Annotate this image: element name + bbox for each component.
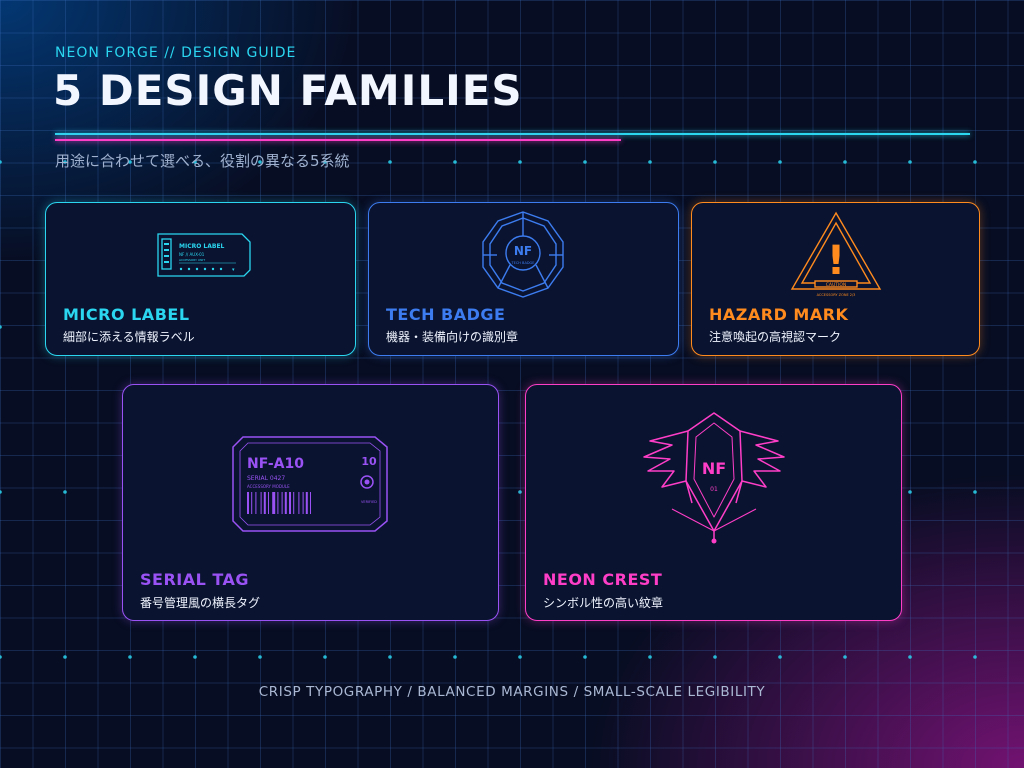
tech-badge-illustration: NF TECH BADGE: [482, 211, 564, 298]
grid-node-dot: [583, 655, 587, 659]
card-description: シンボル性の高い紋章: [543, 596, 664, 610]
grid-node-dot: [778, 160, 782, 164]
micro-art-line1: NF // AUX-01: [179, 252, 205, 257]
card-neon-crest[interactable]: NF 01 NEON CREST シンボル性の高い紋章: [525, 384, 902, 621]
barcode-bar: [284, 492, 287, 514]
barcode-bar: [272, 492, 276, 514]
grid-node-dot: [388, 655, 392, 659]
hazard-exclamation: !: [827, 238, 845, 284]
grid-node-dot: [648, 160, 652, 164]
title-divider-cyan: [55, 133, 970, 135]
grid-node-dot: [908, 160, 912, 164]
barcode-bar: [293, 492, 295, 514]
grid-node-dot: [63, 160, 67, 164]
badge-caption: TECH BADGE: [511, 261, 535, 265]
grid-node-dot: [713, 655, 717, 659]
micro-art-line2: ACCESSORY UNIT: [179, 258, 205, 262]
grid-node-dot: [0, 325, 2, 329]
serial-verified: VERIFIED: [361, 500, 377, 504]
grid-node-dot: [193, 655, 197, 659]
barcode-bar: [268, 492, 269, 514]
grid-node-dot: [518, 160, 522, 164]
barcode-bar: [310, 492, 311, 514]
serial-id: SERIAL 0427: [247, 475, 285, 482]
serial-module: ACCESSORY MODULE: [247, 484, 290, 489]
svg-text:▾: ▾: [232, 267, 235, 273]
barcode-bar: [281, 492, 283, 514]
grid-node-dot: [323, 655, 327, 659]
card-hazard-mark[interactable]: ! CAUTION ACCESSORY ZONE 2/3 HAZARD MARK…: [691, 202, 980, 356]
barcode-bar: [251, 492, 253, 514]
grid-node-dot: [63, 490, 67, 494]
hazard-banner: CAUTION: [826, 282, 847, 288]
grid-node-dot: [258, 655, 262, 659]
grid-node-dot: [583, 160, 587, 164]
card-description: 細部に添える情報ラベル: [63, 330, 195, 344]
page-subtitle: 用途に合わせて選べる、役割の異なる5系統: [55, 152, 350, 170]
badge-monogram: NF: [514, 244, 532, 258]
title-divider-pink: [55, 139, 621, 141]
serial-code: NF-A10: [247, 456, 304, 472]
grid-node-dot: [908, 490, 912, 494]
grid-node-dot: [973, 160, 977, 164]
footer-tagline: CRISP TYPOGRAPHY / BALANCED MARGINS / SM…: [258, 684, 766, 700]
grid-node-dot: [453, 160, 457, 164]
grid-node-dot: [128, 160, 132, 164]
grid-node-dot: [0, 655, 2, 659]
barcode-bar: [302, 492, 304, 514]
card-description: 番号管理風の横長タグ: [140, 596, 261, 610]
card-title: HAZARD MARK: [709, 305, 849, 324]
grid-node-dot: [193, 160, 197, 164]
grid-node-dot: [453, 655, 457, 659]
grid-node-dot: [388, 160, 392, 164]
grid-node-dot: [778, 655, 782, 659]
card-serial-tag[interactable]: NF-A10 10 SERIAL 0427 ACCESSORY MODULE V…: [122, 384, 499, 621]
card-tech-badge[interactable]: NF TECH BADGE TECH BADGE 機器・装備向けの識別章: [368, 202, 679, 356]
barcode-bar: [260, 492, 262, 514]
barcode-bar: [289, 492, 291, 514]
barcode-bar: [263, 492, 266, 514]
card-title: SERIAL TAG: [140, 570, 250, 589]
card-description: 機器・装備向けの識別章: [386, 330, 519, 344]
crest-monogram: NF: [702, 459, 726, 478]
hazard-mark-illustration: ! CAUTION ACCESSORY ZONE 2/3: [790, 211, 882, 297]
grid-node-dot: [128, 655, 132, 659]
hazard-caption: ACCESSORY ZONE 2/3: [817, 293, 856, 297]
grid-node-dot: [713, 160, 717, 164]
barcode-bar: [298, 492, 300, 514]
barcode-bar: [277, 492, 279, 514]
crest-number: 01: [710, 486, 718, 493]
micro-label-illustration: MICRO LABEL NF // AUX-01 ACCESSORY UNIT …: [157, 233, 251, 277]
card-title: MICRO LABEL: [63, 305, 190, 324]
grid-node-dot: [973, 490, 977, 494]
grid-node-dot: [323, 160, 327, 164]
neon-crest-illustration: NF 01: [643, 412, 785, 544]
micro-art-title: MICRO LABEL: [179, 243, 225, 250]
card-title: TECH BADGE: [386, 305, 506, 324]
grid-node-dot: [258, 160, 262, 164]
barcode-bar: [305, 492, 308, 514]
barcode-bar: [255, 492, 257, 514]
grid-node-dot: [973, 655, 977, 659]
card-micro-label[interactable]: MICRO LABEL NF // AUX-01 ACCESSORY UNIT …: [45, 202, 356, 356]
grid-node-dot: [648, 655, 652, 659]
grid-node-dot: [63, 655, 67, 659]
grid-node-dot: [0, 490, 2, 494]
page-title: 5 DESIGN FAMILIES: [53, 66, 523, 115]
barcode-bar: [247, 492, 249, 514]
serial-number: 10: [361, 455, 377, 468]
grid-node-dot: [518, 655, 522, 659]
grid-node-dot: [908, 655, 912, 659]
grid-node-dot: [843, 655, 847, 659]
card-description: 注意喚起の高視認マーク: [709, 330, 842, 344]
grid-node-dot: [0, 160, 2, 164]
card-title: NEON CREST: [543, 570, 663, 589]
serial-tag-illustration: NF-A10 10 SERIAL 0427 ACCESSORY MODULE V…: [232, 436, 388, 532]
grid-node-dot: [843, 160, 847, 164]
grid-node-dot: [518, 490, 522, 494]
eyebrow-label: NEON FORGE // DESIGN GUIDE: [55, 45, 297, 61]
